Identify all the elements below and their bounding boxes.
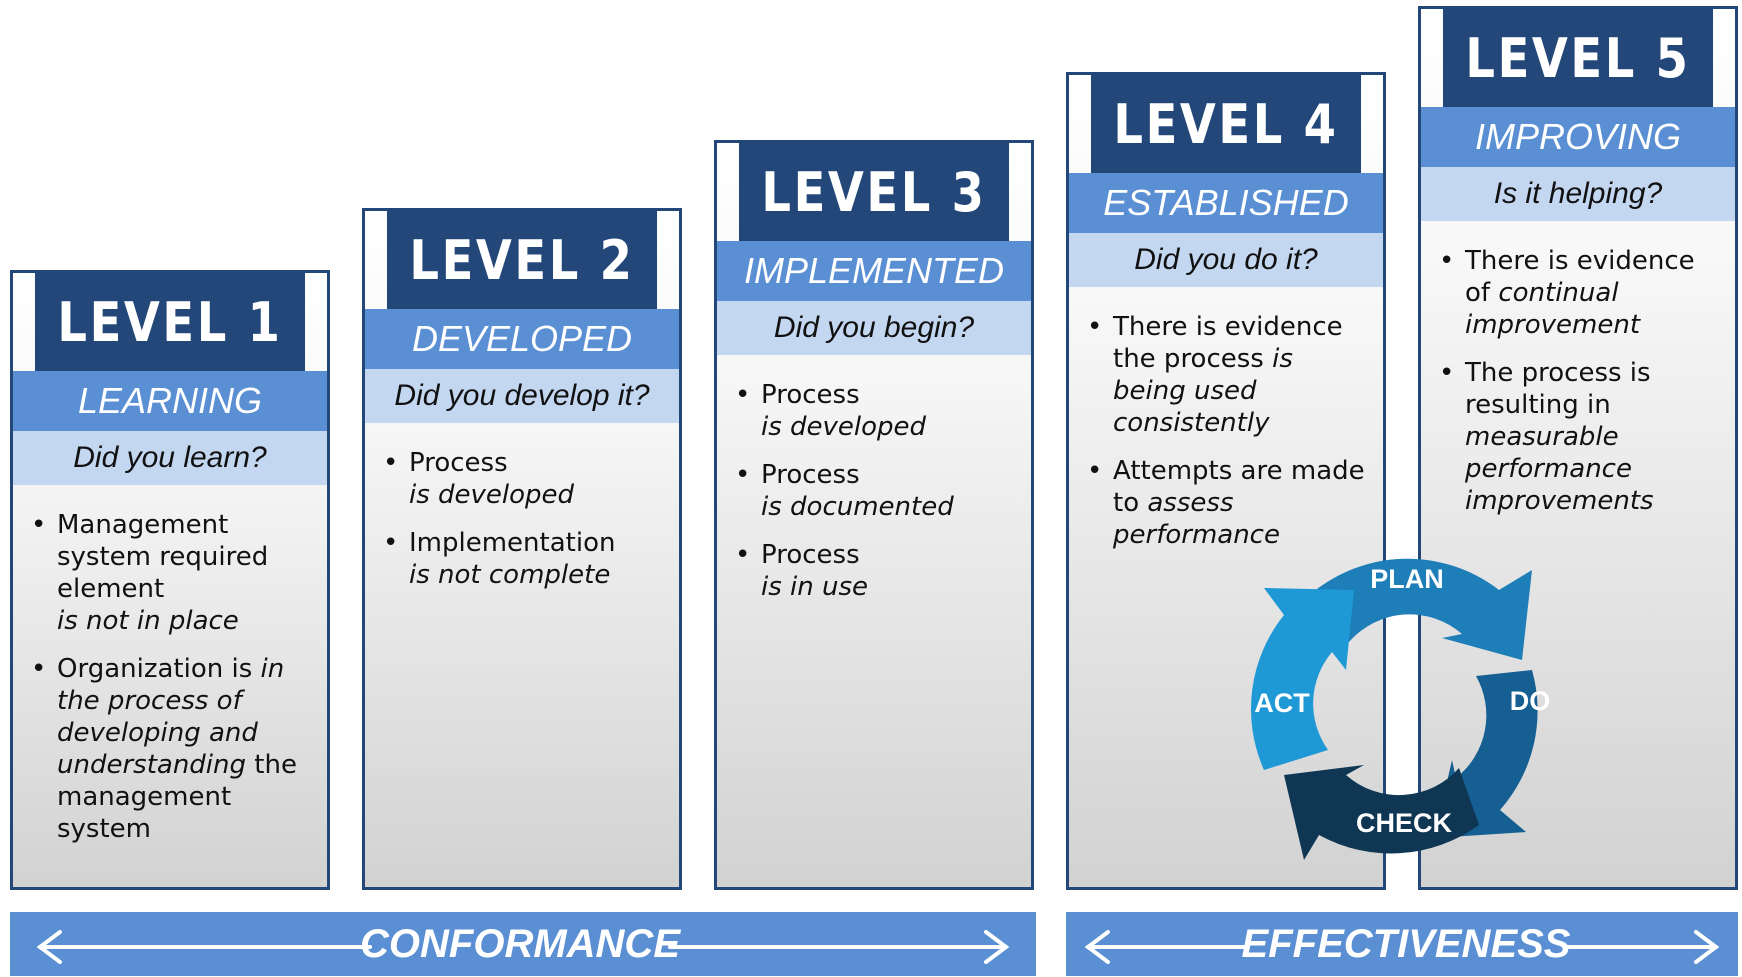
effectiveness-arrows — [1084, 930, 1720, 964]
conformance-label: CONFORMANCE — [360, 921, 680, 966]
bullet-item: There is evidence of continual improveme… — [1439, 245, 1717, 341]
bullet-item: Process is documented — [735, 459, 1013, 523]
conformance-arrows — [36, 930, 1010, 964]
bullet-text-italic: measurable performance improvements — [1465, 422, 1654, 516]
level-bullets: There is evidence the process is being u… — [1069, 287, 1383, 551]
level-4-column: LEVEL 4 ESTABLISHED Did you do it? There… — [1066, 72, 1386, 890]
bullet-text: Organization is — [57, 654, 253, 684]
pdca-do-label: DO — [1510, 686, 1551, 716]
bullet-item: Attempts are made to assess performance — [1087, 455, 1365, 551]
bullet-item: Process is developed — [735, 379, 1013, 443]
bullet-text-italic: is developed — [761, 412, 927, 442]
right-arrow-head — [1694, 930, 1720, 964]
level-question: Is it helping? — [1421, 167, 1735, 221]
level-title: LEVEL 5 — [1442, 9, 1714, 107]
level-title: LEVEL 3 — [738, 143, 1010, 241]
bullet-text: Implementation — [409, 528, 616, 558]
effectiveness-label: EFFECTIVENESS — [1241, 921, 1571, 966]
conformance-bar: CONFORMANCE — [10, 912, 1036, 976]
level-question: Did you do it? — [1069, 233, 1383, 287]
level-1-column: LEVEL 1 LEARNING Did you learn? Manageme… — [10, 270, 330, 890]
bullet-text-italic: is developed — [409, 480, 575, 510]
bullet-item: Process is developed — [383, 447, 661, 511]
pdca-cycle-diagram: PLAN DO CHECK ACT — [1250, 558, 1551, 860]
bullet-text-italic: in the process of developing and underst… — [57, 654, 285, 780]
bullet-text: The process is resulting in — [1465, 358, 1651, 420]
level-title: LEVEL 2 — [386, 211, 658, 309]
level-title: LEVEL 1 — [34, 273, 306, 371]
level-title: LEVEL 4 — [1090, 75, 1362, 173]
bullet-text: There is evidence of — [1465, 246, 1695, 308]
pdca-act-segment — [1250, 588, 1354, 770]
effectiveness-bar: EFFECTIVENESS — [1066, 912, 1738, 976]
bullet-item: The process is resulting in measurable p… — [1439, 357, 1717, 517]
bullet-item: Process is in use — [735, 539, 1013, 603]
bullet-text: Management system required element — [57, 510, 269, 604]
bullet-text-italic: is in use — [761, 572, 869, 602]
level-name: IMPROVING — [1421, 107, 1735, 167]
pdca-act-label: ACT — [1254, 688, 1310, 718]
bullet-item: Organization is in the process of develo… — [31, 653, 309, 845]
bullet-text: Process — [761, 540, 860, 570]
level-bullets: Process is developed Implementation is n… — [365, 423, 679, 591]
bullet-text: There is evidence the process — [1113, 312, 1343, 374]
level-bullets: There is evidence of continual improveme… — [1421, 221, 1735, 517]
level-question: Did you learn? — [13, 431, 327, 485]
bullet-item: There is evidence the process is being u… — [1087, 311, 1365, 439]
level-5-column: LEVEL 5 IMPROVING Is it helping? There i… — [1418, 6, 1738, 890]
level-question: Did you begin? — [717, 301, 1031, 355]
bullet-text: the management system — [57, 750, 297, 844]
pdca-plan-label: PLAN — [1370, 564, 1444, 594]
bullet-text: Process — [761, 380, 860, 410]
right-arrow-head — [984, 930, 1010, 964]
level-bullets: Process is developed Process is document… — [717, 355, 1031, 603]
level-name: IMPLEMENTED — [717, 241, 1031, 301]
level-3-column: LEVEL 3 IMPLEMENTED Did you begin? Proce… — [714, 140, 1034, 890]
pdca-check-label: CHECK — [1356, 808, 1453, 838]
level-name: DEVELOPED — [365, 309, 679, 369]
bullet-text: Process — [409, 448, 508, 478]
bullet-text-italic: continual improvement — [1465, 278, 1641, 340]
left-arrow-head — [36, 930, 62, 964]
level-name: LEARNING — [13, 371, 327, 431]
level-bullets: Management system required element is no… — [13, 485, 327, 845]
bullet-item: Implementation is not complete — [383, 527, 661, 591]
bullet-text-italic: is documented — [761, 492, 954, 522]
bullet-item: Management system required element is no… — [31, 509, 309, 637]
level-2-column: LEVEL 2 DEVELOPED Did you develop it? Pr… — [362, 208, 682, 890]
bullet-text: Attempts are made to — [1113, 456, 1365, 518]
pdca-check-segment — [1284, 765, 1479, 860]
bullet-text: Process — [761, 460, 860, 490]
bullet-text-italic: is not complete — [409, 560, 611, 590]
bullet-text-italic: is not in place — [57, 606, 239, 636]
bullet-text-italic: assess performance — [1113, 488, 1280, 550]
pdca-plan-segment — [1299, 558, 1532, 660]
level-question: Did you develop it? — [365, 369, 679, 423]
bullet-text-italic: is being used consistently — [1113, 344, 1293, 438]
left-arrow-head — [1084, 930, 1110, 964]
level-name: ESTABLISHED — [1069, 173, 1383, 233]
